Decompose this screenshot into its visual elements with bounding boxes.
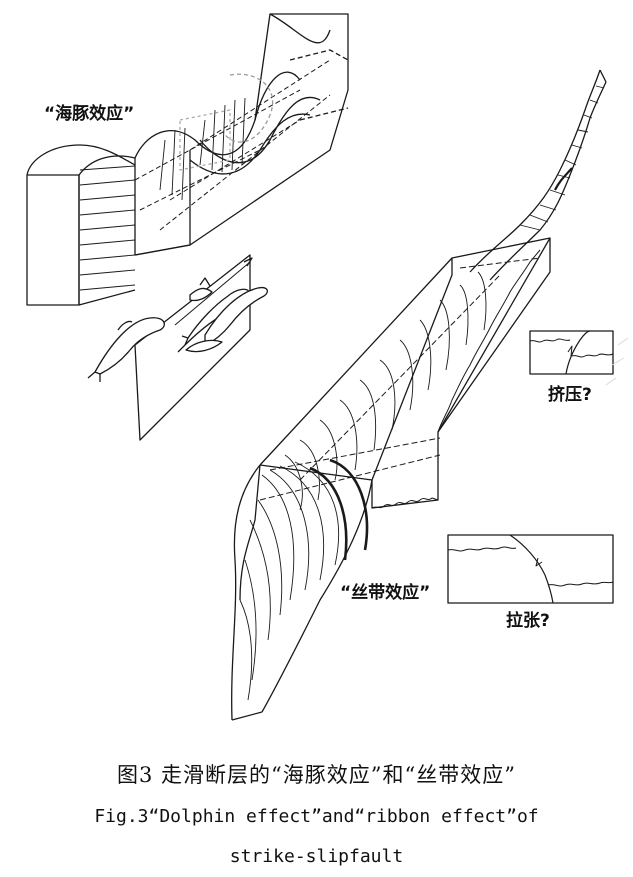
dolphin-effect-label: “海豚效应” — [44, 99, 134, 124]
dolphin-effect-block — [27, 14, 348, 305]
ribbon-effect-label: “丝带效应” — [340, 578, 430, 603]
caption-english-line2: strike-slipfault — [0, 846, 633, 867]
caption-chinese: 图3 走滑断层的“海豚效应”和“丝带效应” — [0, 759, 633, 789]
dolphin-panel — [88, 255, 267, 440]
caption-english-line1: Fig.3“Dolphin effect”and“ribbon effect”o… — [0, 806, 633, 827]
extension-inset — [448, 535, 613, 603]
extension-label: 拉张? — [506, 606, 550, 631]
compression-label: 挤压? — [548, 380, 592, 405]
compression-inset — [530, 331, 613, 374]
